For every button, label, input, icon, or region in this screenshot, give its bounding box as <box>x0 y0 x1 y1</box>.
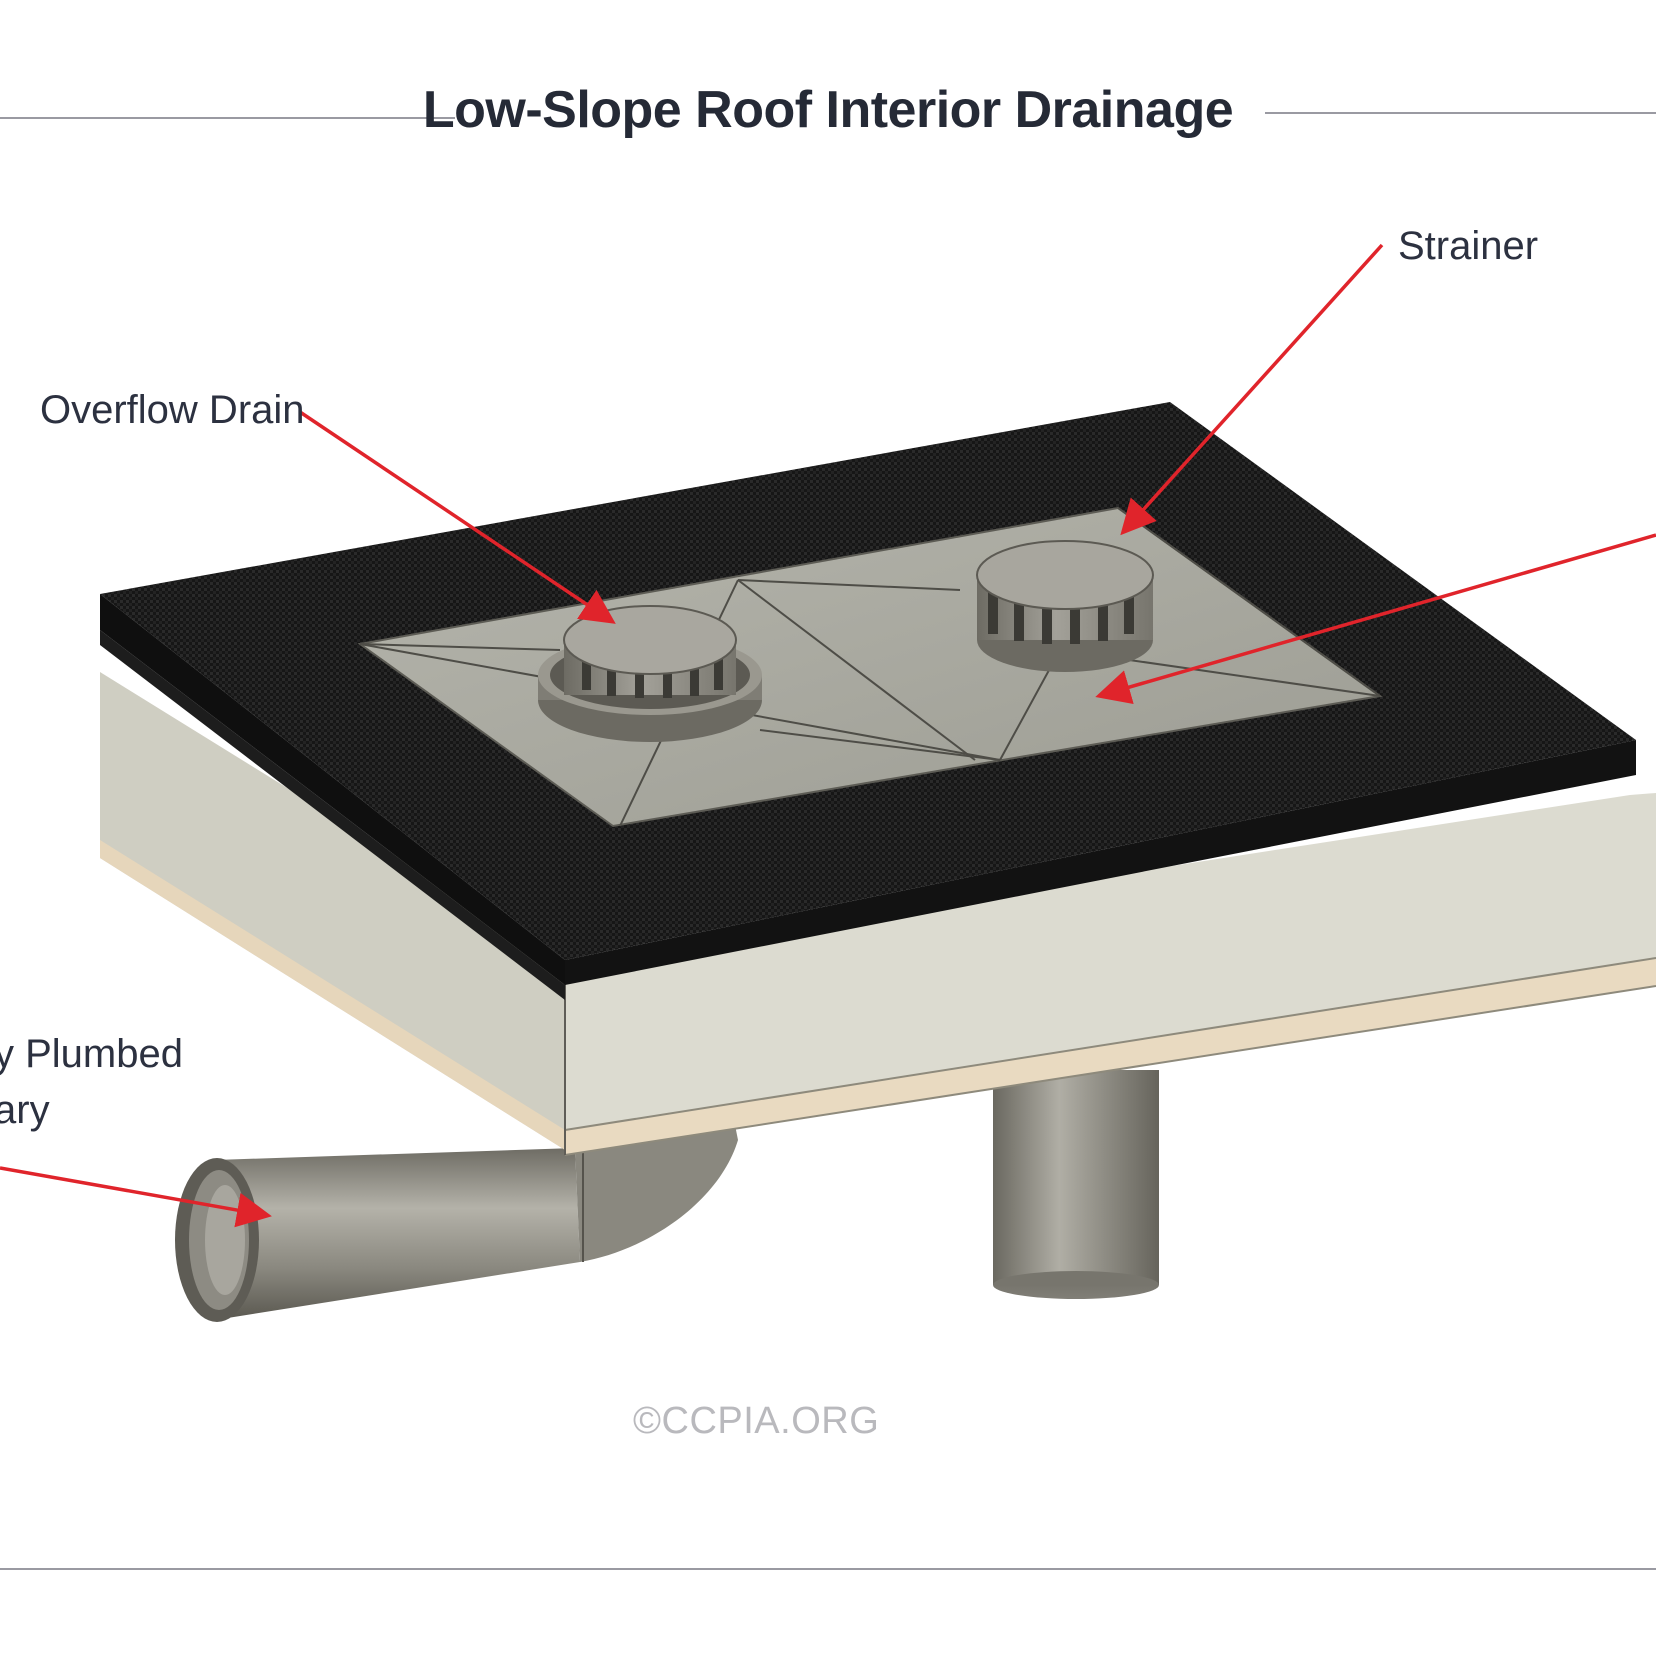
arrow-overflow-drain <box>299 410 616 624</box>
secondary-drain-pipe <box>175 1095 738 1322</box>
strainer-label: Strainer <box>1398 224 1539 268</box>
leader-pipe <box>993 1070 1159 1455</box>
arrow-sump <box>1095 533 1656 705</box>
arrow-secondary-pipe <box>0 1166 272 1228</box>
secondary-drain-label: y Plumbed ary <box>0 1026 183 1138</box>
copyright-watermark: ©CCPIA.ORG <box>633 1400 880 1442</box>
bottom-rule <box>0 1568 1656 1570</box>
strainer-drain <box>976 540 1154 672</box>
title-rule-right <box>1265 112 1656 114</box>
callout-arrows <box>0 243 1656 1228</box>
secondary-drain-label-line2: ary <box>0 1088 50 1132</box>
arrow-strainer <box>1120 243 1384 536</box>
title-rule-left <box>0 117 455 119</box>
overflow-drain <box>538 605 762 742</box>
diagram-title: Low-Slope Roof Interior Drainage <box>422 81 1234 139</box>
overflow-drain-label: Overflow Drain <box>40 388 305 432</box>
secondary-drain-label-line1: y Plumbed <box>0 1032 183 1076</box>
